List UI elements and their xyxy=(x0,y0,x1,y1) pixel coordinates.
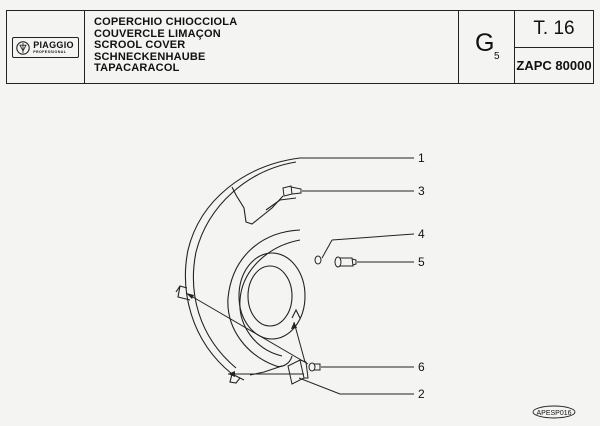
group-letter: G xyxy=(475,29,495,57)
logo-subtitle: PROFESSIONAL xyxy=(33,49,67,54)
reference-stamp: APESP016 xyxy=(536,410,571,417)
piaggio-emblem-icon xyxy=(16,40,30,55)
reference-cell: T. 16 ZAPC 80000 xyxy=(515,11,593,83)
leader-lines xyxy=(185,157,415,395)
arrowheads xyxy=(186,293,297,377)
screw-6 xyxy=(308,362,321,372)
title-spanish: TAPACARACOL xyxy=(94,62,180,75)
table-number: T. 16 xyxy=(515,11,593,48)
title-german: SCHNECKENHAUBE xyxy=(94,50,206,63)
callout-4: 4 xyxy=(418,227,425,241)
callout-3: 3 xyxy=(418,184,425,198)
reference-stamp-frame xyxy=(532,405,576,419)
group-subscript: 5 xyxy=(494,51,500,62)
screw-3 xyxy=(282,185,302,197)
group-cell: G 5 xyxy=(459,11,515,83)
title-english: SCROOL COVER xyxy=(94,39,186,52)
piaggio-logo: PIAGGIO PROFESSIONAL xyxy=(12,36,79,58)
callout-6: 6 xyxy=(418,360,425,374)
logo-cell: PIAGGIO PROFESSIONAL xyxy=(7,11,85,83)
callout-5: 5 xyxy=(418,255,425,269)
screw-5 xyxy=(334,256,357,268)
title-french: COUVERCLE LIMAÇON xyxy=(94,27,221,40)
title-italian: COPERCHIO CHIOCCIOLA xyxy=(94,16,238,28)
callout-1: 1 xyxy=(418,151,425,165)
scroll-cover-part xyxy=(175,157,306,384)
title-cell: COPERCHIO CHIOCCIOLA COUVERCLE LIMAÇON S… xyxy=(85,11,459,83)
logo-brand: PIAGGIO xyxy=(33,39,74,50)
washer-4 xyxy=(314,255,322,265)
title-block: PIAGGIO PROFESSIONAL COPERCHIO CHIOCCIOL… xyxy=(6,10,594,84)
model-code: ZAPC 80000 xyxy=(516,58,592,73)
callout-2: 2 xyxy=(418,387,425,401)
